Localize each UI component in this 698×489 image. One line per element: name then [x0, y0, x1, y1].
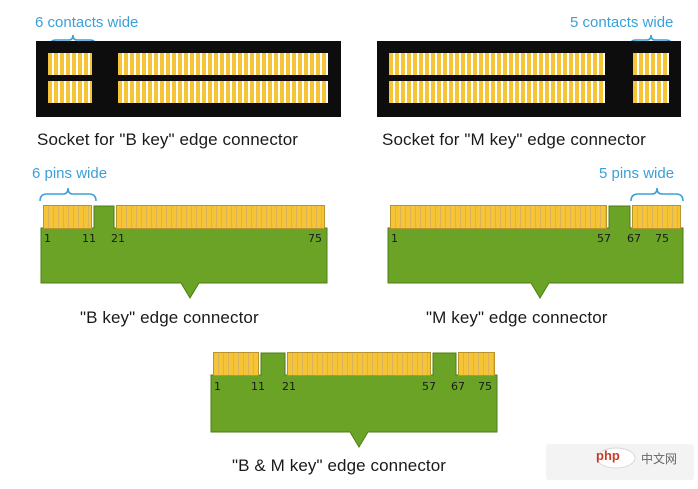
- socket-m-caption: Socket for "M key" edge connector: [382, 130, 646, 149]
- conn-bm-pins-middle: [287, 352, 431, 376]
- socket-m-contacts-left-bottom: [389, 81, 605, 103]
- socket-m-brace: [629, 34, 673, 47]
- socket-m-contacts-right-top: [633, 53, 669, 75]
- socket-m-contacts-right-bottom: [633, 81, 669, 103]
- watermark-brand: php: [596, 448, 620, 463]
- conn-bm-pins-left: [213, 352, 259, 376]
- socket-b-contacts-right-top: [118, 53, 328, 75]
- socket-b: [36, 41, 341, 117]
- socket-b-contacts-left-bottom: [48, 81, 92, 103]
- conn-bm-pin-21: 21: [282, 380, 296, 393]
- conn-b-pins-right: [116, 205, 325, 229]
- conn-m-pin-67: 67: [627, 232, 641, 245]
- conn-b-pin-21: 21: [111, 232, 125, 245]
- socket-b-contacts-right-bottom: [118, 81, 328, 103]
- conn-b-pin-11: 11: [82, 232, 96, 245]
- conn-m-width-annotation: 5 pins wide: [599, 165, 675, 182]
- watermark-logo-icon: [596, 447, 636, 469]
- conn-bm-pin-1: 1: [214, 380, 221, 393]
- socket-m: [377, 41, 681, 117]
- conn-m-pin-1: 1: [391, 232, 398, 245]
- conn-bm-pin-67: 67: [451, 380, 465, 393]
- conn-bm-pin-57: 57: [422, 380, 436, 393]
- conn-b-pin-1: 1: [44, 232, 51, 245]
- conn-bm-pins-right: [458, 352, 495, 376]
- conn-b-brace: [39, 187, 97, 202]
- socket-b-caption: Socket for "B key" edge connector: [37, 130, 299, 149]
- conn-m-caption: "M key" edge connector: [426, 308, 608, 327]
- conn-bm-pin-11: 11: [251, 380, 265, 393]
- socket-b-contacts-left-top: [48, 53, 92, 75]
- conn-m-pin-75: 75: [655, 232, 669, 245]
- conn-bm-caption: "B & M key" edge connector: [232, 456, 447, 475]
- conn-b-caption: "B key" edge connector: [80, 308, 259, 327]
- watermark-text: 中文网: [641, 452, 678, 466]
- conn-m-pin-57: 57: [597, 232, 611, 245]
- socket-m-width-annotation: 5 contacts wide: [570, 14, 674, 31]
- socket-b-width-annotation: 6 contacts wide: [35, 14, 139, 31]
- conn-m-pins-left: [390, 205, 607, 229]
- conn-b-pins-left: [43, 205, 92, 229]
- conn-m-pins-right: [632, 205, 681, 229]
- conn-m-brace: [630, 187, 684, 202]
- socket-b-brace: [49, 34, 97, 47]
- conn-b-pin-75: 75: [308, 232, 322, 245]
- socket-m-contacts-left-top: [389, 53, 605, 75]
- conn-bm-pin-75: 75: [478, 380, 492, 393]
- conn-b-width-annotation: 6 pins wide: [32, 165, 108, 182]
